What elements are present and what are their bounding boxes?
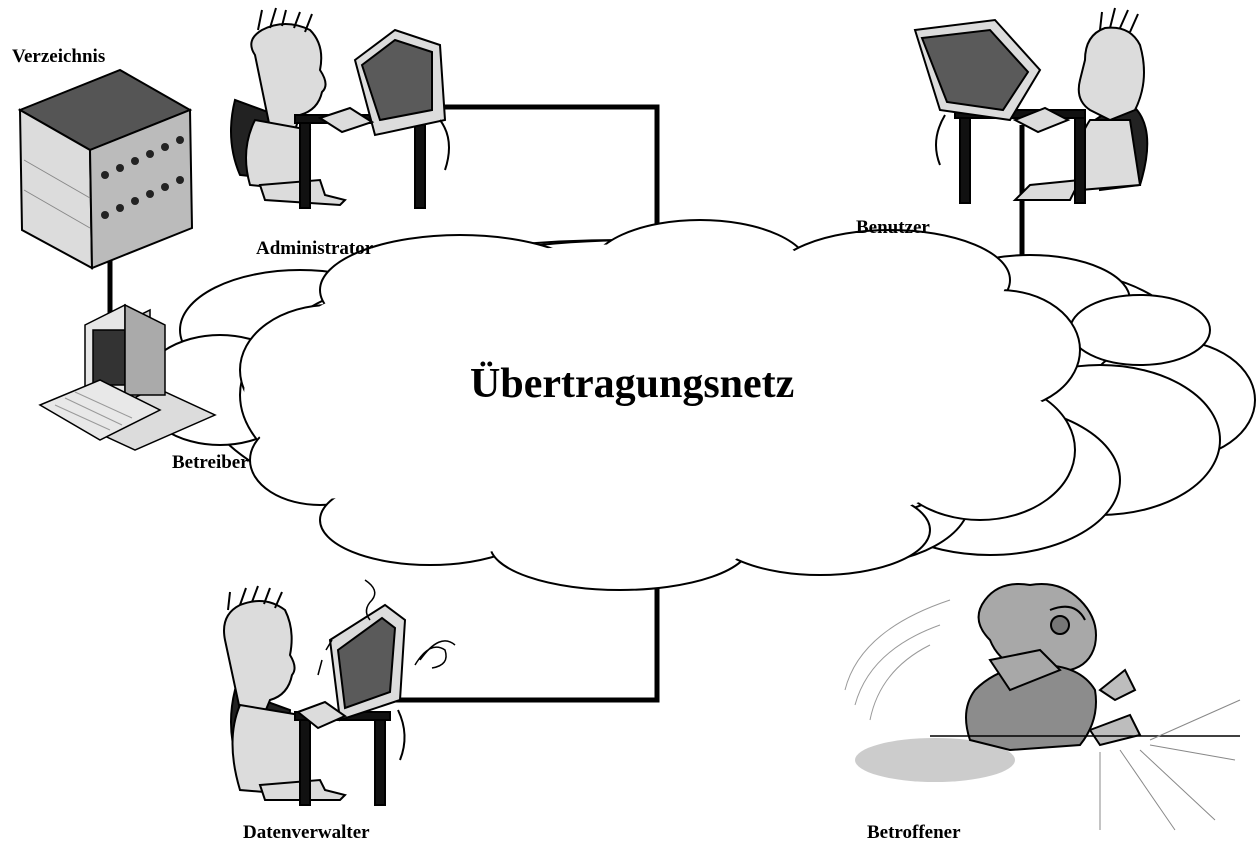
data-manager-figure-icon: [223, 579, 456, 806]
operator-computer-icon: [38, 303, 217, 451]
label-data-manager: Datenverwalter: [243, 822, 370, 843]
label-administrator: Administrator: [256, 238, 374, 259]
label-operator: Betreiber: [172, 452, 249, 473]
label-directory: Verzeichnis: [12, 46, 106, 67]
line-administrator: [440, 104, 660, 255]
connection-lines: [107, 104, 1025, 703]
affected-person-figure-icon: [844, 583, 1241, 831]
label-affected-person: Betroffener: [867, 822, 961, 843]
line-data-manager: [393, 588, 660, 703]
administrator-figure-icon: [230, 7, 450, 209]
network-cloud-label: Übertragungsnetz: [470, 361, 795, 407]
label-user: Benutzer: [856, 217, 930, 238]
directory-book-icon: [17, 68, 194, 270]
user-figure-icon: [913, 7, 1149, 204]
cloud-fill-cover: [244, 226, 1076, 584]
